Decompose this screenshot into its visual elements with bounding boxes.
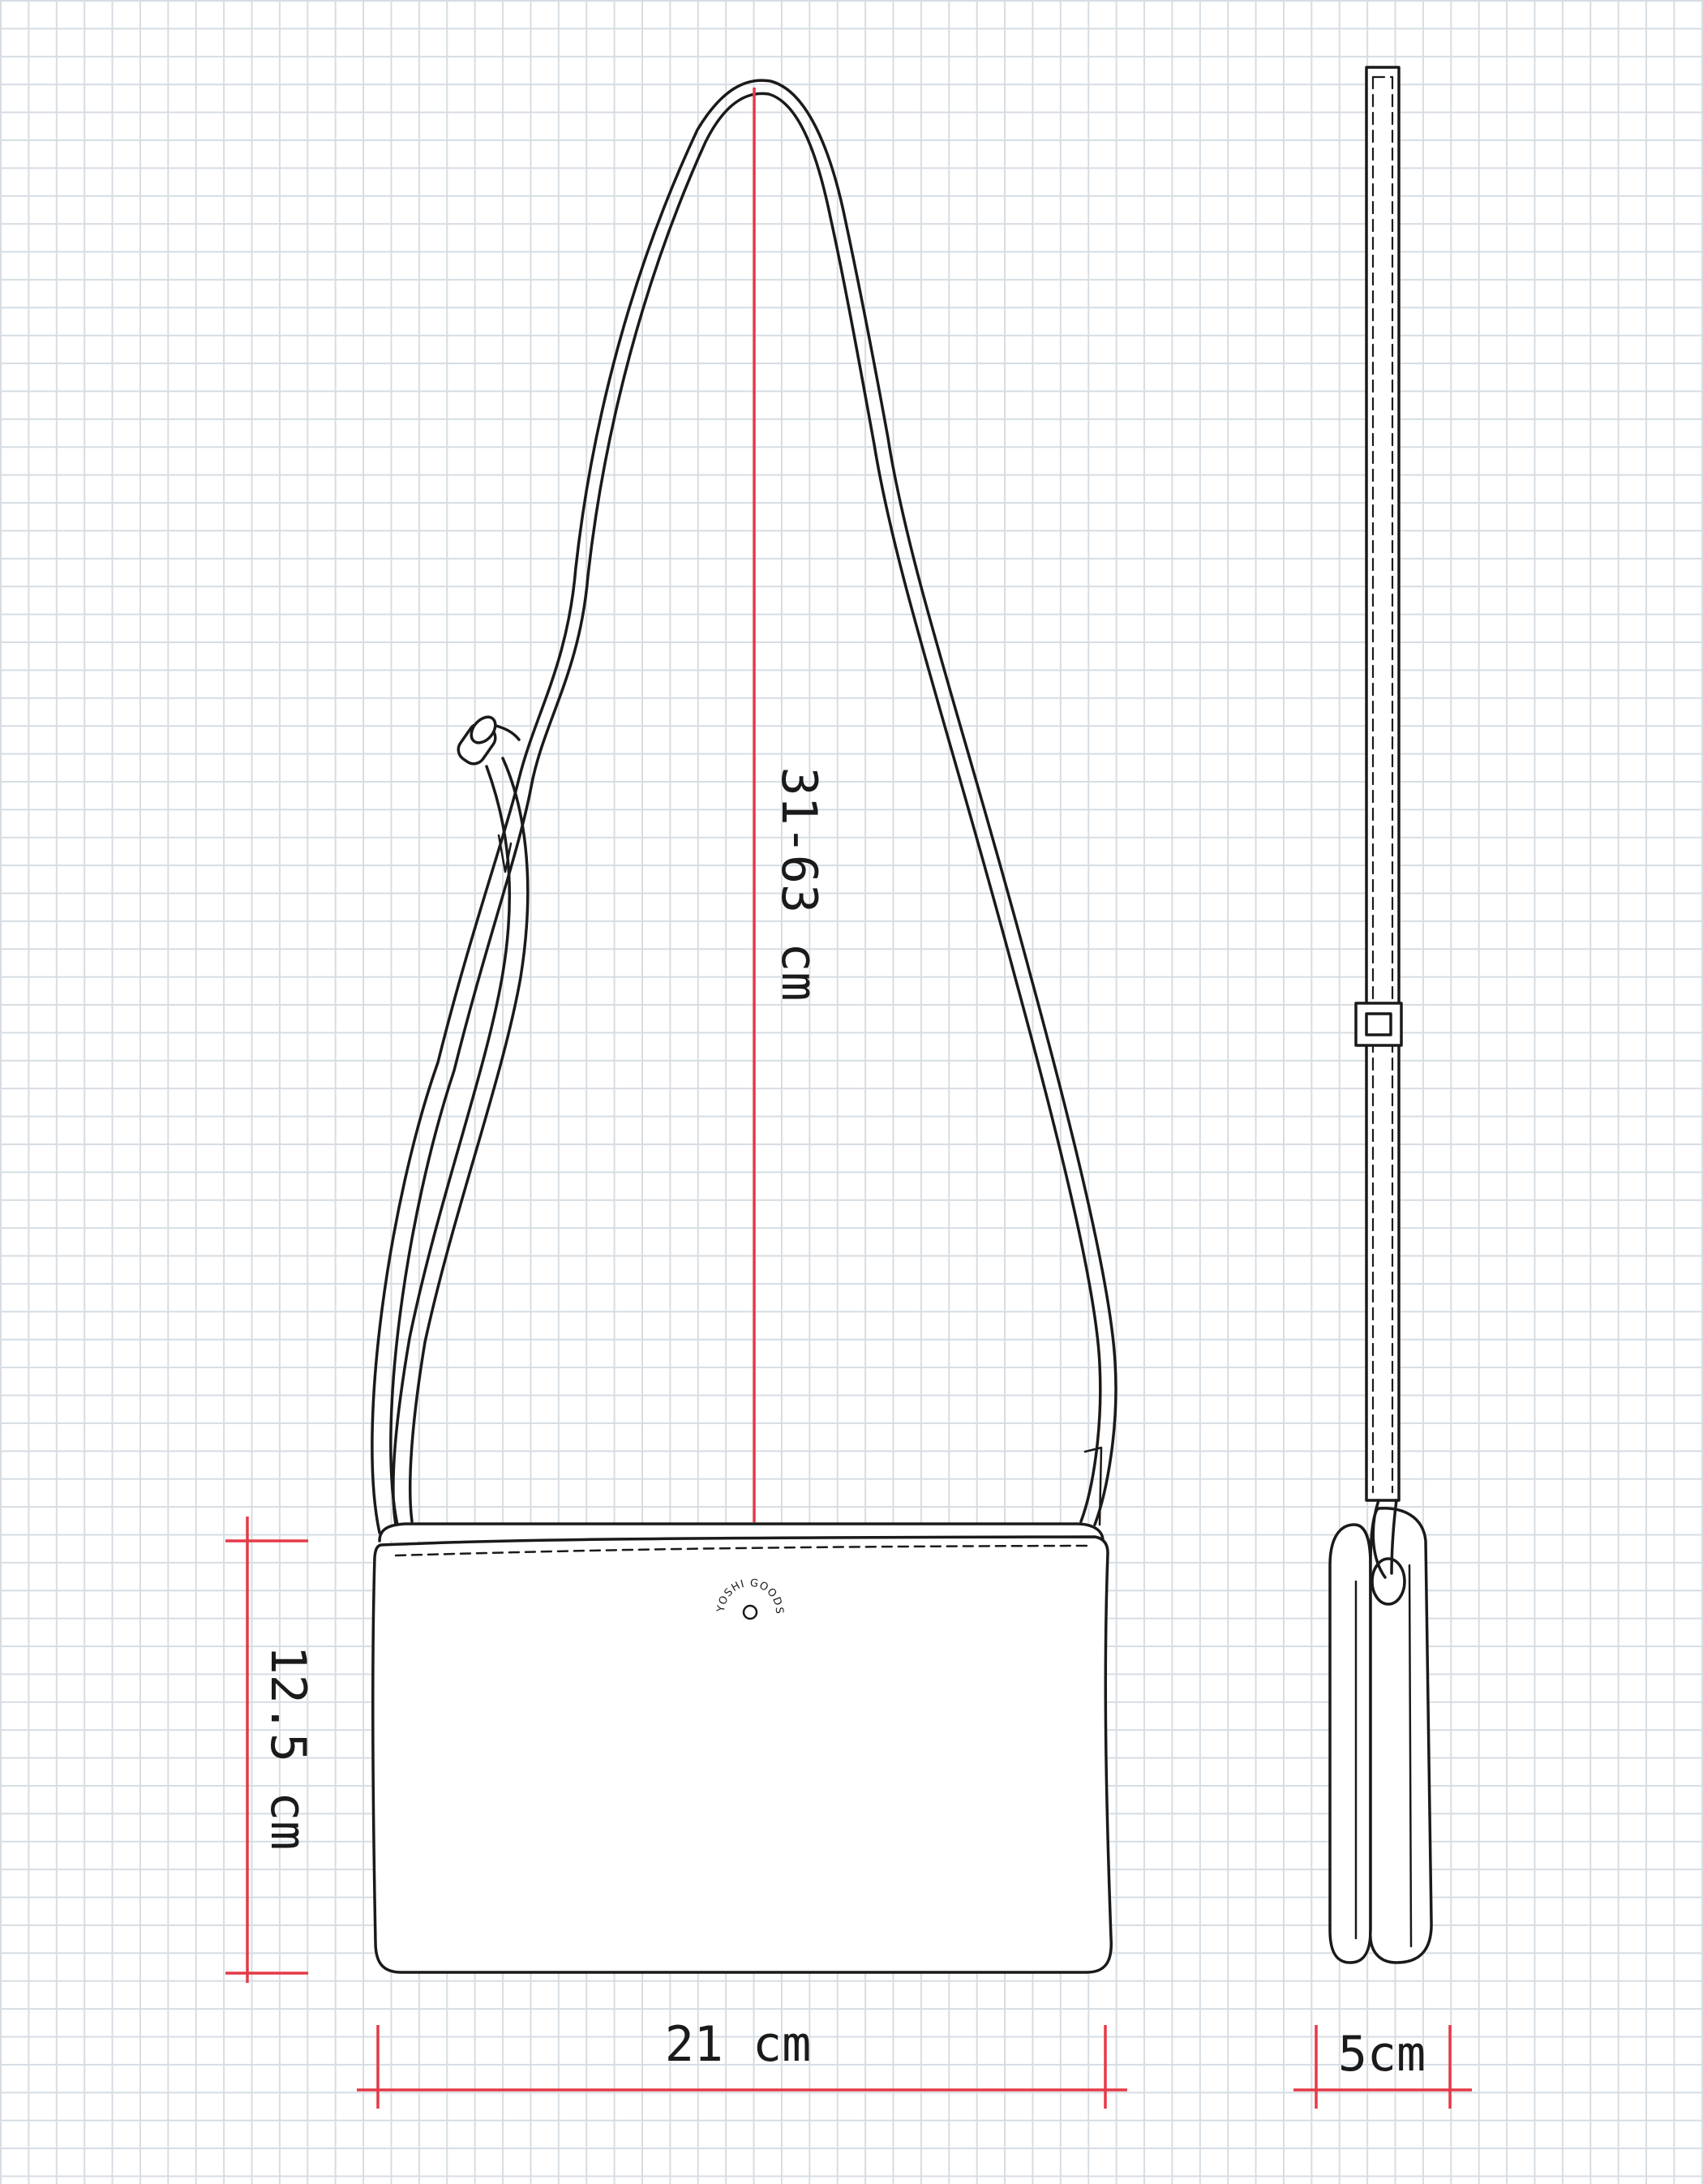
front-strap <box>371 79 1117 1534</box>
bag-width-dimension <box>357 2025 1127 2109</box>
bag-height-dimension <box>225 1517 308 1983</box>
bag-depth-dimension <box>1293 2025 1472 2109</box>
front-bag-body <box>371 1522 1113 1974</box>
strap-length-label: 31-63 cm <box>770 766 827 1002</box>
dimension-lines <box>225 88 1472 2109</box>
side-view <box>1328 66 1433 1964</box>
front-view: YOSHI GOODS <box>371 79 1117 1974</box>
side-buckle <box>1354 1002 1403 1047</box>
bag-width-label: 21 cm <box>664 2016 812 2073</box>
bag-depth-label: 5cm <box>1337 2026 1426 2083</box>
strap-slider <box>457 715 521 766</box>
side-strap <box>1365 66 1401 1502</box>
side-bag-body <box>1328 1499 1433 1964</box>
bag-height-label: 12.5 cm <box>260 1645 316 1851</box>
